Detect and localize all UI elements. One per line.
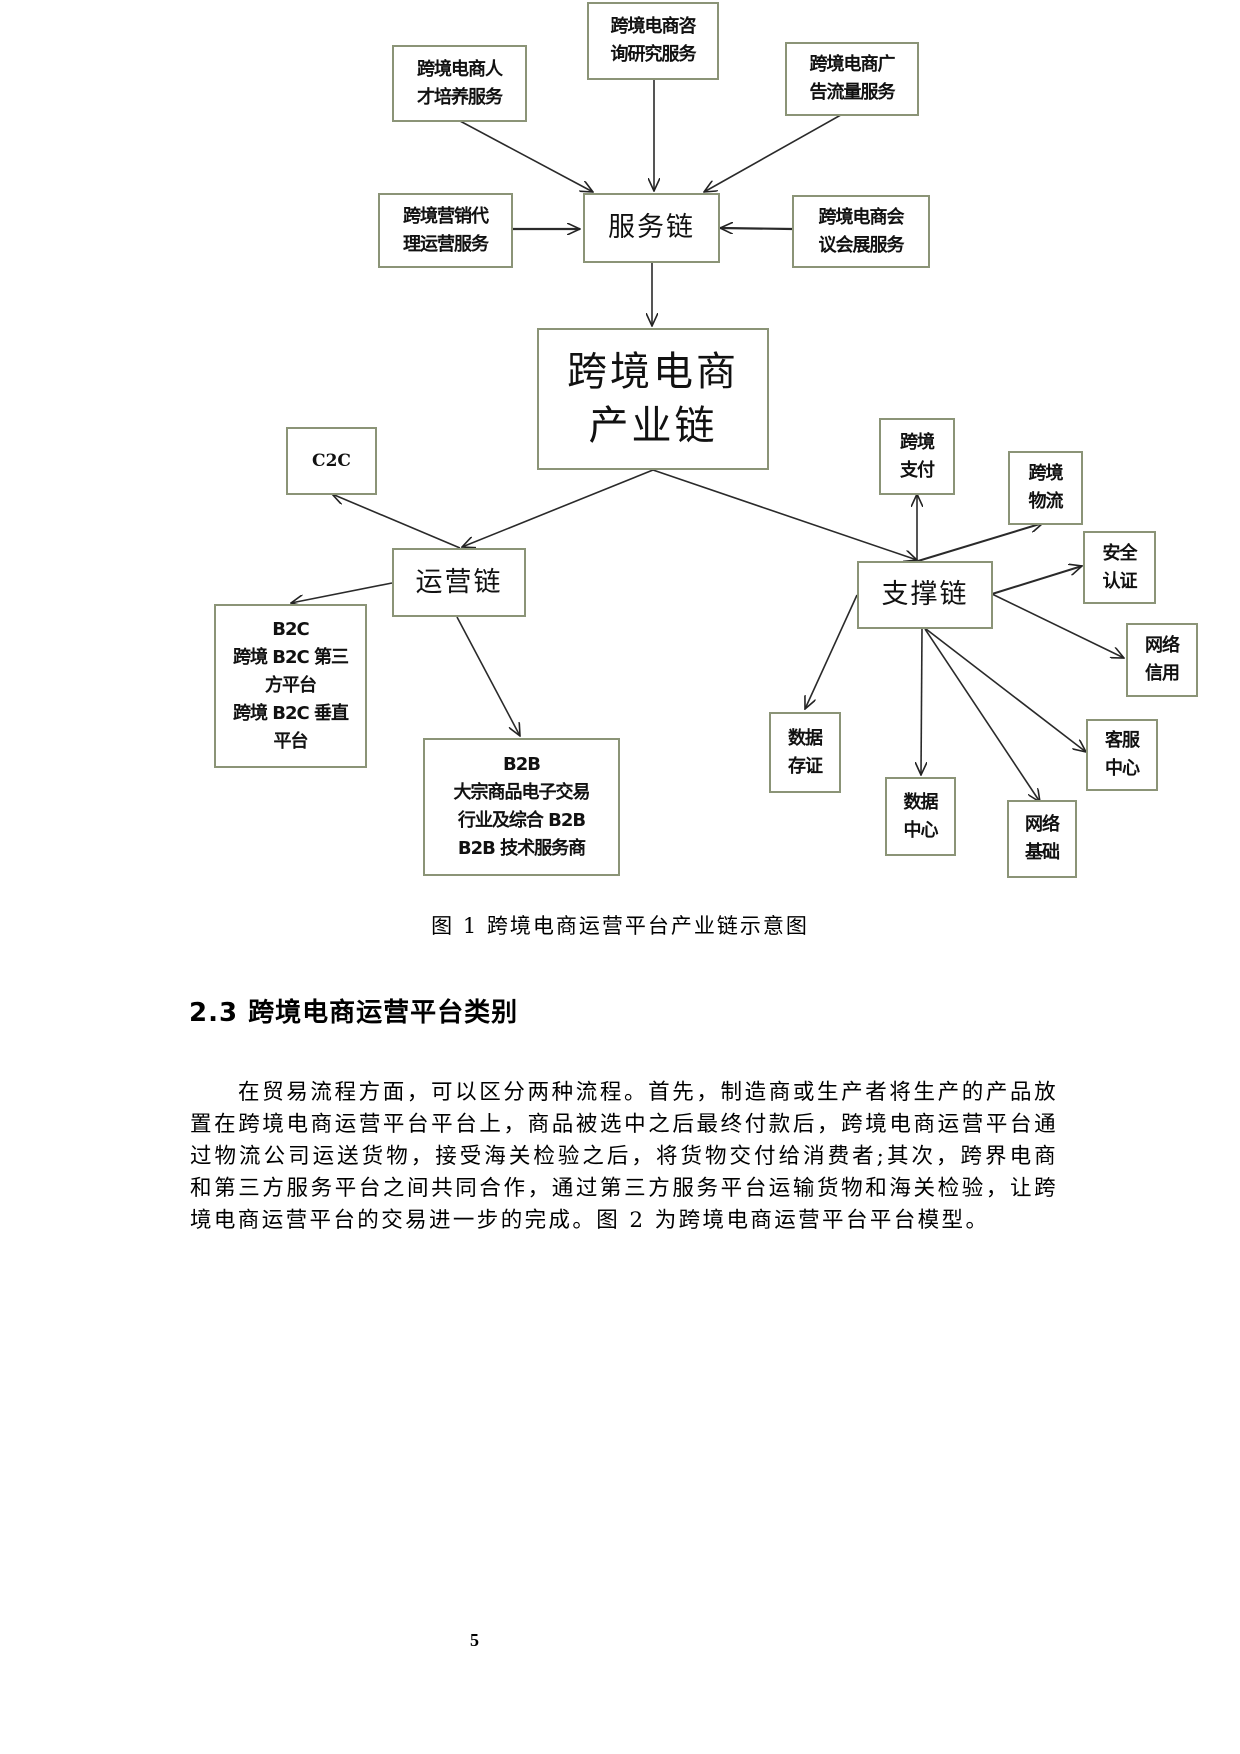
node-network-infra: 网络 基础 [1007, 800, 1077, 878]
node-network-credit: 网络 信用 [1126, 623, 1198, 697]
node-data-evidence: 数据 存证 [769, 712, 841, 793]
industry-chain-diagram: 跨境电商人 才培养服务 跨境电商咨 询研究服务 跨境电商广 告流量服务 跨境营销… [0, 2, 1240, 890]
node-payment: 跨境 支付 [879, 418, 955, 495]
section-heading: 2.3 跨境电商运营平台类别 [189, 998, 519, 1028]
node-b2b: B2B 大宗商品电子交易 行业及综合 B2B B2B 技术服务商 [423, 738, 620, 876]
node-advertising-service: 跨境电商广 告流量服务 [785, 42, 919, 116]
node-industry-chain: 跨境电商 产业链 [537, 328, 769, 470]
node-service-chain: 服务链 [583, 193, 720, 263]
node-data-center: 数据 中心 [885, 777, 956, 856]
node-c2c: C2C [286, 427, 377, 495]
node-security-auth: 安全 认证 [1083, 531, 1156, 604]
node-b2c: B2C 跨境 B2C 第三 方平台 跨境 B2C 垂直 平台 [214, 604, 367, 768]
node-exhibition-service: 跨境电商会 议会展服务 [792, 195, 930, 268]
node-operation-chain: 运营链 [392, 548, 526, 617]
body-paragraph: 在贸易流程方面，可以区分两种流程。首先，制造商或生产者将生产的产品放置在跨境电商… [190, 1080, 1058, 1233]
node-consulting-service: 跨境电商咨 询研究服务 [587, 2, 719, 80]
diagram-arrows [0, 80, 1240, 890]
node-support-chain: 支撑链 [857, 561, 993, 629]
node-customer-service: 客服 中心 [1086, 719, 1158, 791]
node-marketing-service: 跨境营销代 理运营服务 [378, 193, 513, 268]
node-talent-service: 跨境电商人 才培养服务 [392, 45, 527, 122]
figure-caption: 图 1 跨境电商运营平台产业链示意图 [431, 914, 809, 938]
node-logistics: 跨境 物流 [1008, 451, 1083, 525]
page-number: 5 [470, 1630, 479, 1650]
